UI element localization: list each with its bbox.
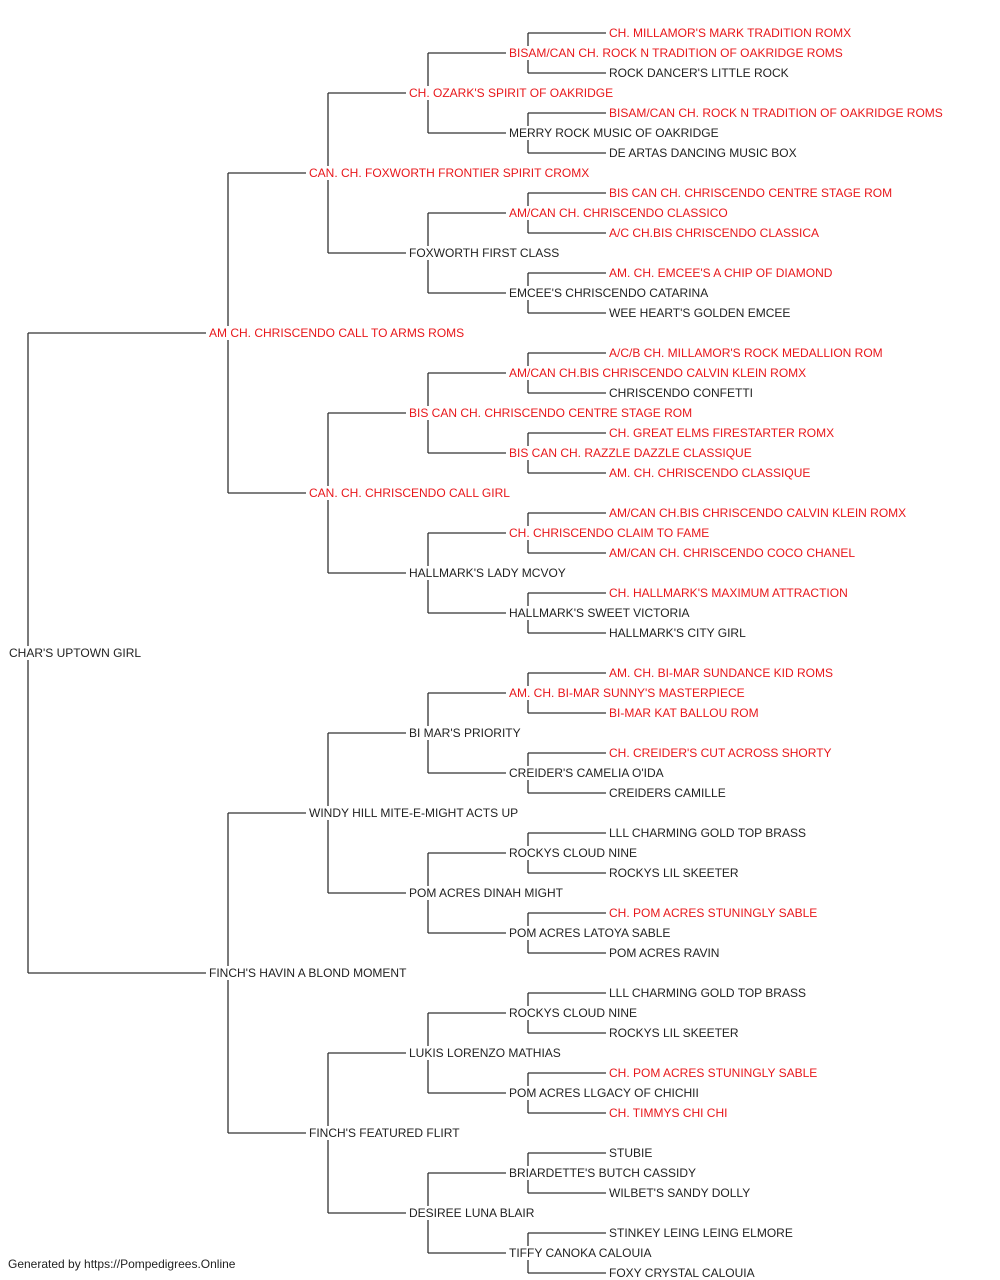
ancestor-name: WEE HEART'S GOLDEN EMCEE [608, 306, 792, 320]
ancestor-name: CH. CHRISCENDO CLAIM TO FAME [508, 526, 711, 540]
ancestor-name: POM ACRES DINAH MIGHT [408, 886, 565, 900]
ancestor-name: BIS CAN CH. CHRISCENDO CENTRE STAGE ROM [608, 186, 894, 200]
ancestor-name: POM ACRES RAVIN [608, 946, 721, 960]
ancestor-name: CH. TIMMYS CHI CHI [608, 1106, 729, 1120]
ancestor-name: LLL CHARMING GOLD TOP BRASS [608, 826, 807, 840]
ancestor-name: CAN. CH. CHRISCENDO CALL GIRL [308, 486, 511, 500]
ancestor-name: CH. CREIDER'S CUT ACROSS SHORTY [608, 746, 833, 760]
ancestor-name: AM/CAN CH. CHRISCENDO CLASSICO [508, 206, 729, 220]
ancestor-name: EMCEE'S CHRISCENDO CATARINA [508, 286, 710, 300]
ancestor-name: CH. MILLAMOR'S MARK TRADITION ROMX [608, 26, 853, 40]
subject-name: CHAR'S UPTOWN GIRL [8, 646, 143, 660]
ancestor-name: POM ACRES LLGACY OF CHICHII [508, 1086, 700, 1100]
ancestor-name: DE ARTAS DANCING MUSIC BOX [608, 146, 798, 160]
ancestor-name: TIFFY CANOKA CALOUIA [508, 1246, 653, 1260]
ancestor-name: BIS CAN CH. CHRISCENDO CENTRE STAGE ROM [408, 406, 694, 420]
ancestor-name: STUBIE [608, 1146, 654, 1160]
ancestor-name: ROCKYS LIL SKEETER [608, 866, 740, 880]
ancestor-name: HALLMARK'S SWEET VICTORIA [508, 606, 691, 620]
footer-credit: Generated by https://Pompedigrees.Online [8, 1257, 236, 1271]
ancestor-name: MERRY ROCK MUSIC OF OAKRIDGE [508, 126, 720, 140]
ancestor-name: BIS CAN CH. RAZZLE DAZZLE CLASSIQUE [508, 446, 753, 460]
ancestor-name: CH. HALLMARK'S MAXIMUM ATTRACTION [608, 586, 849, 600]
ancestor-name: POM ACRES LATOYA SABLE [508, 926, 672, 940]
ancestor-name: ROCKYS LIL SKEETER [608, 1026, 740, 1040]
ancestor-name: FOXWORTH FIRST CLASS [408, 246, 561, 260]
ancestor-name: DESIREE LUNA BLAIR [408, 1206, 536, 1220]
ancestor-name: BI-MAR KAT BALLOU ROM [608, 706, 760, 720]
ancestor-name: CH. GREAT ELMS FIRESTARTER ROMX [608, 426, 836, 440]
ancestor-name: AM CH. CHRISCENDO CALL TO ARMS ROMS [208, 326, 466, 340]
ancestor-name: ROCK DANCER'S LITTLE ROCK [608, 66, 790, 80]
ancestor-name: BISAM/CAN CH. ROCK N TRADITION OF OAKRID… [608, 106, 944, 120]
ancestor-name: WINDY HILL MITE-E-MIGHT ACTS UP [308, 806, 520, 820]
ancestor-name: CH. POM ACRES STUNINGLY SABLE [608, 906, 819, 920]
ancestor-name: AM. CH. CHRISCENDO CLASSIQUE [608, 466, 812, 480]
ancestor-name: AM. CH. BI-MAR SUNDANCE KID ROMS [608, 666, 835, 680]
ancestor-name: CH. POM ACRES STUNINGLY SABLE [608, 1066, 819, 1080]
ancestor-name: AM. CH. EMCEE'S A CHIP OF DIAMOND [608, 266, 834, 280]
ancestor-name: BISAM/CAN CH. ROCK N TRADITION OF OAKRID… [508, 46, 844, 60]
ancestor-name: FINCH'S HAVIN A BLOND MOMENT [208, 966, 408, 980]
ancestor-name: CREIDER'S CAMELIA O'IDA [508, 766, 665, 780]
ancestor-name: AM/CAN CH.BIS CHRISCENDO CALVIN KLEIN RO… [608, 506, 908, 520]
ancestor-name: WILBET'S SANDY DOLLY [608, 1186, 752, 1200]
ancestor-name: LLL CHARMING GOLD TOP BRASS [608, 986, 807, 1000]
ancestor-name: CAN. CH. FOXWORTH FRONTIER SPIRIT CROMX [308, 166, 591, 180]
ancestor-name: FINCH'S FEATURED FLIRT [308, 1126, 461, 1140]
ancestor-name: CREIDERS CAMILLE [608, 786, 727, 800]
ancestor-name: LUKIS LORENZO MATHIAS [408, 1046, 562, 1060]
ancestor-name: HALLMARK'S CITY GIRL [608, 626, 747, 640]
ancestor-name: FOXY CRYSTAL CALOUIA [608, 1266, 756, 1280]
ancestor-name: ROCKYS CLOUD NINE [508, 1006, 639, 1020]
ancestor-name: ROCKYS CLOUD NINE [508, 846, 639, 860]
ancestor-name: HALLMARK'S LADY MCVOY [408, 566, 567, 580]
ancestor-name: AM. CH. BI-MAR SUNNY'S MASTERPIECE [508, 686, 746, 700]
ancestor-name: A/C/B CH. MILLAMOR'S ROCK MEDALLION ROM [608, 346, 884, 360]
ancestor-name: AM/CAN CH. CHRISCENDO COCO CHANEL [608, 546, 857, 560]
ancestor-name: CHRISCENDO CONFETTI [608, 386, 754, 400]
ancestor-name: BRIARDETTE'S BUTCH CASSIDY [508, 1166, 697, 1180]
ancestor-name: CH. OZARK'S SPIRIT OF OAKRIDGE [408, 86, 615, 100]
ancestor-name: BI MAR'S PRIORITY [408, 726, 522, 740]
ancestor-name: AM/CAN CH.BIS CHRISCENDO CALVIN KLEIN RO… [508, 366, 808, 380]
ancestor-name: A/C CH.BIS CHRISCENDO CLASSICA [608, 226, 821, 240]
ancestor-name: STINKEY LEING LEING ELMORE [608, 1226, 794, 1240]
